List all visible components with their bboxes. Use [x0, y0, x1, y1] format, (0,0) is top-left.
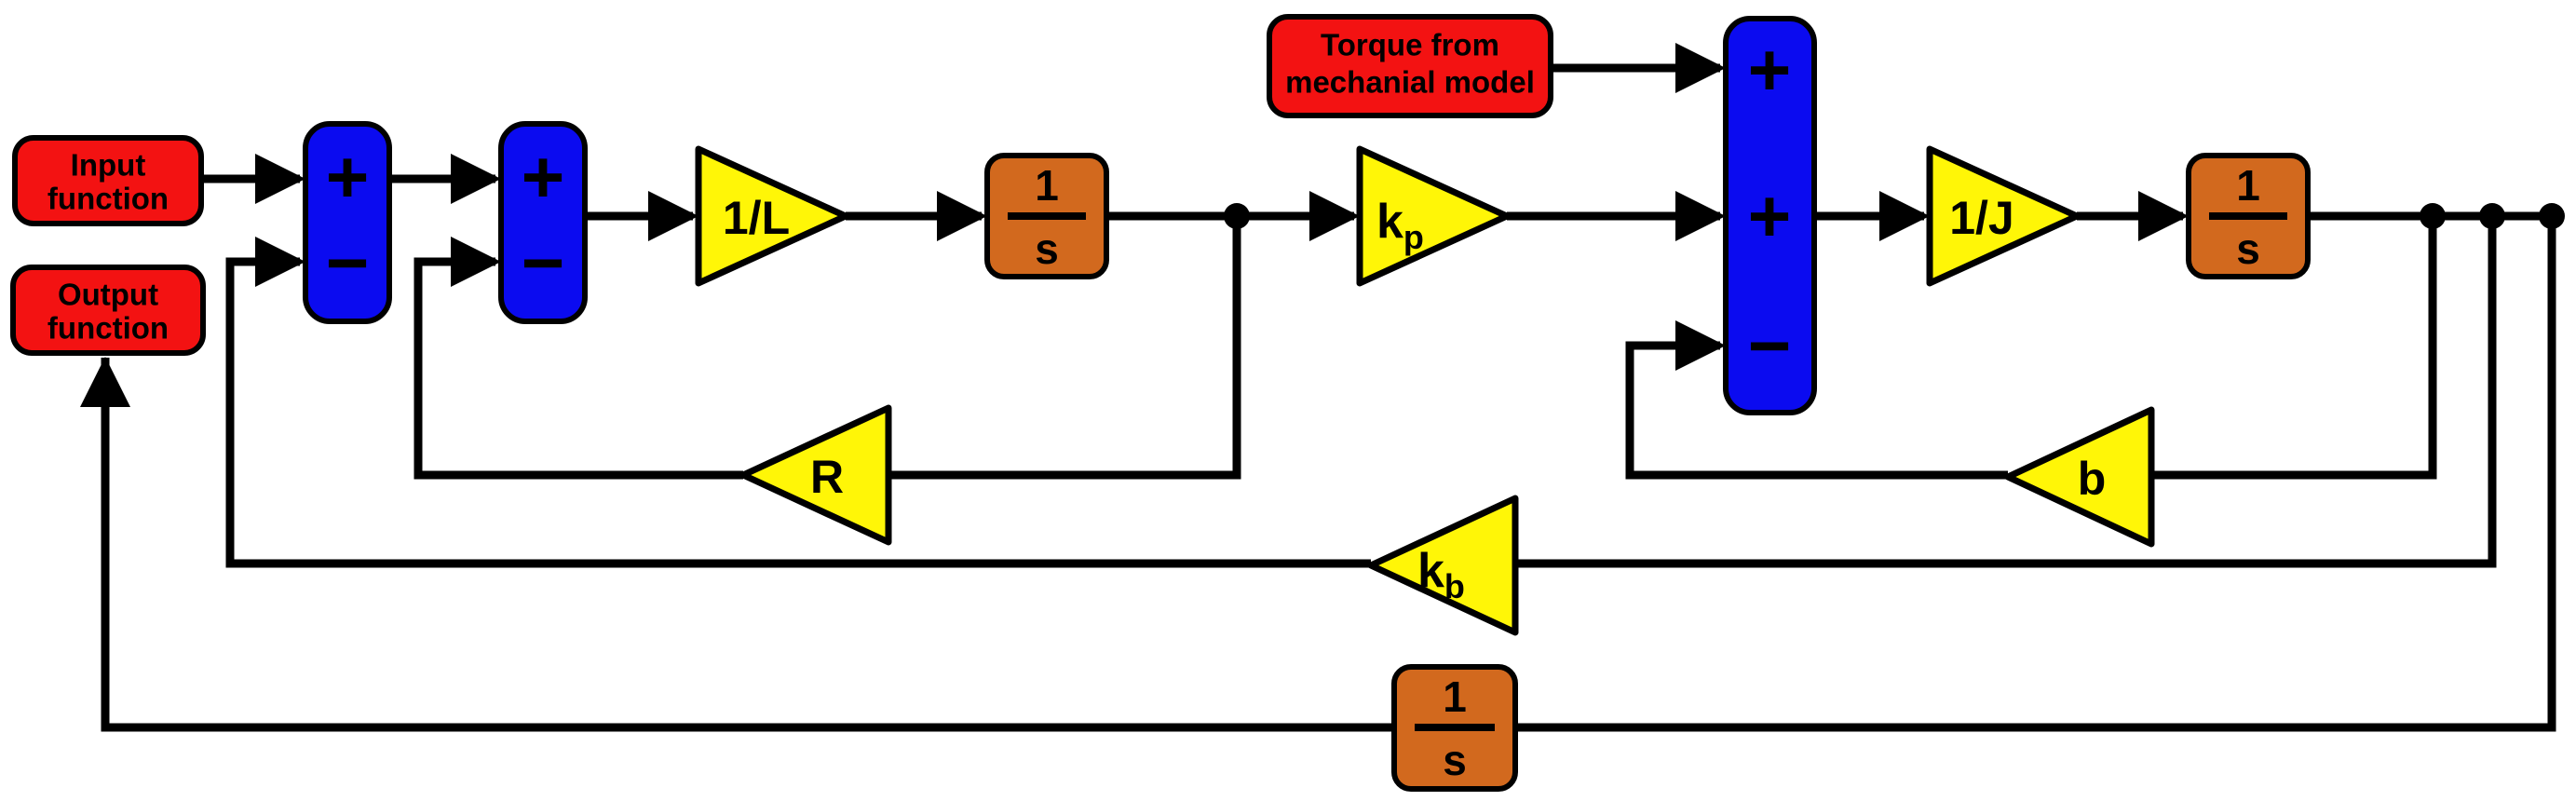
input-function-box: [12, 135, 204, 226]
arrowhead-into-summer2-plus: [451, 154, 501, 204]
wire-tap2-to-gainkb: [1515, 216, 2497, 568]
arrowhead-into-gain1J: [1879, 191, 1930, 241]
arrowhead-into-gainkp: [1309, 191, 1360, 241]
gain-R-triangle: [739, 404, 892, 546]
output-function-label-line1: Output: [58, 278, 158, 312]
summer1-minus-sign: −: [326, 222, 370, 305]
gain-kb-label: kb: [1417, 544, 1465, 605]
arrowhead-into-integrator2: [2138, 191, 2189, 241]
gain-kp-label-base: k: [1376, 195, 1403, 249]
summer3-plus-mid-sign: +: [1748, 175, 1792, 258]
integrator1-numerator: 1: [1035, 161, 1059, 210]
input-function-label-line2: function: [47, 182, 169, 216]
input-function-label-line1: Input: [71, 148, 146, 183]
arrowhead-into-summer2-minus: [451, 237, 501, 287]
gain-kb-label-base: k: [1417, 544, 1444, 598]
output-function-box: [10, 265, 206, 356]
junction-dot-b-tap: [2420, 203, 2446, 229]
wire-gainkb-to-summer1-minus: [225, 257, 1371, 568]
arrowhead-into-summer3-minus: [1675, 320, 1726, 371]
integrator3-numerator: 1: [1443, 672, 1467, 721]
summer3-torque-block: [1723, 16, 1817, 415]
arrowhead-into-summer3-mid: [1675, 191, 1726, 241]
torque-source-label-line1: Torque from: [1321, 28, 1499, 62]
wire-tap1-to-gainb: [2151, 216, 2437, 480]
summer1-voltage-block: [303, 121, 392, 324]
summer3-plus-top-sign: +: [1748, 29, 1792, 112]
summer2-plus-sign: +: [522, 136, 565, 219]
arrowhead-into-output-box: [80, 357, 130, 407]
gain-kp-label-sub: p: [1403, 218, 1424, 256]
gain-b-triangle: [2004, 406, 2155, 548]
summer3-minus-sign: −: [1748, 305, 1792, 387]
arrowhead-into-summer3-top: [1675, 43, 1726, 93]
torque-source-label-line2: mechanial model: [1285, 65, 1535, 100]
summer1-plus-sign: +: [326, 136, 370, 219]
gain-kb-label-sub: b: [1444, 567, 1465, 605]
wire-tapA-to-gainR: [888, 216, 1241, 480]
gain-kp-triangle: [1356, 145, 1511, 287]
gain-1-over-J-triangle: [1926, 145, 2081, 287]
gain-b-label: b: [2078, 453, 2107, 505]
summer2-minus-sign: −: [522, 222, 565, 305]
gain-1-over-L-label: 1/L: [723, 192, 790, 244]
integrator2-numerator: 1: [2236, 161, 2260, 210]
wire-integrator3-to-output: [101, 358, 1394, 732]
output-function-label-line2: function: [47, 311, 169, 346]
wire-gainb-to-summer3-minus: [1625, 341, 2008, 480]
arrowhead-into-summer1-minus: [255, 237, 305, 287]
junction-dot-electrical: [1224, 203, 1250, 229]
junction-dot-kb-tap: [2479, 203, 2505, 229]
integrator3-denominator: s: [1443, 736, 1467, 784]
torque-source-box: [1267, 14, 1553, 118]
gain-kp-label: kp: [1376, 195, 1424, 256]
arrowhead-into-integrator1: [937, 191, 987, 241]
integrator2-denominator: s: [2236, 224, 2260, 273]
gain-kb-triangle: [1367, 495, 1519, 636]
integrator1-denominator: s: [1035, 224, 1059, 273]
arrowhead-into-summer1-plus: [255, 154, 305, 204]
gain-1-over-L-triangle: [695, 145, 849, 287]
gain-R-label: R: [810, 451, 844, 503]
arrowhead-into-gain1L: [648, 191, 698, 241]
summer2-current-block: [498, 121, 588, 324]
junction-dot-output-tap: [2539, 203, 2565, 229]
gain-1-over-J-label: 1/J: [1949, 192, 2014, 244]
wire-tap3-to-integrator3: [1515, 216, 2556, 732]
